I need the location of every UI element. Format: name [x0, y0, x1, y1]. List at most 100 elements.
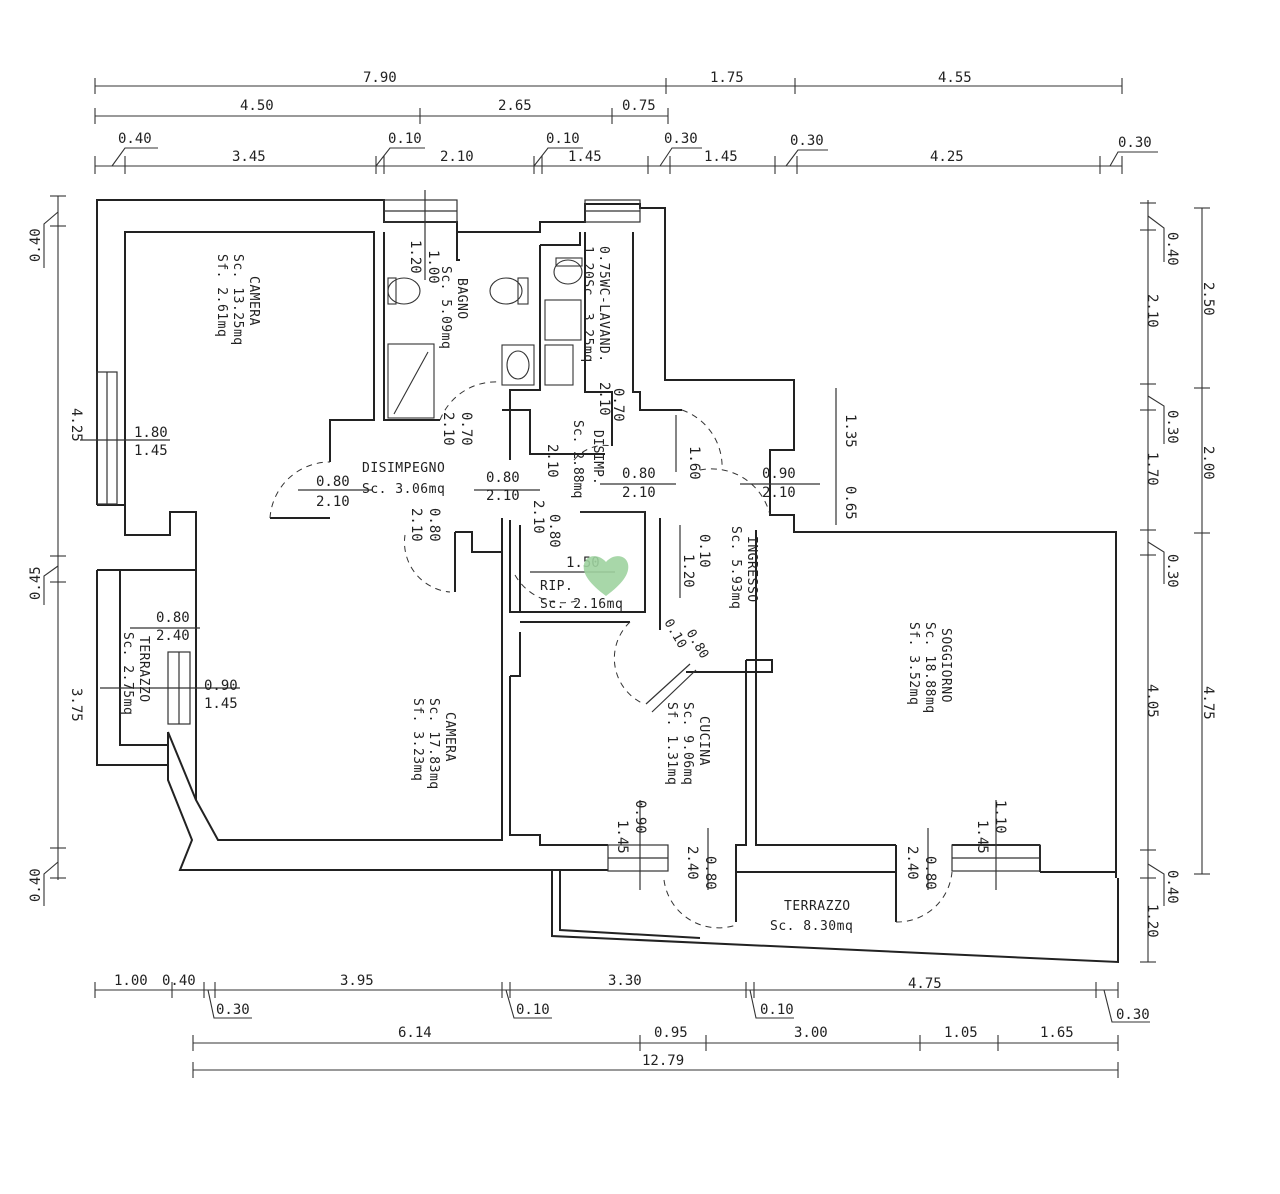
dim-top-r3-5: 0.10	[546, 131, 580, 147]
camera2-sf: Sf. 3.23mq	[410, 698, 425, 781]
right-dimensions: 0.40 2.10 0.30 1.70 0.30 4.05 0.40 1.20 …	[1140, 200, 1216, 963]
sink-icon	[501, 344, 535, 386]
dim-top-r1-3: 4.55	[938, 70, 972, 86]
opening-17-w: 0.90	[632, 800, 648, 834]
dim-bottom-r1-9: 0.30	[1116, 1007, 1150, 1023]
opening-17-h: 1.45	[614, 820, 630, 854]
toilet-icon	[489, 277, 523, 305]
opening-10-w: 0.90	[762, 466, 796, 482]
dim-top-r3-3: 0.10	[388, 131, 422, 147]
dim-right-in-7: 0.40	[1164, 870, 1180, 904]
dim-right-in-4: 1.70	[1144, 452, 1160, 486]
dim-right-in-6: 4.05	[1144, 684, 1160, 718]
opening-9-h: 2.10	[622, 485, 656, 501]
dim-bottom-r2-2: 0.95	[654, 1025, 688, 1041]
cucina-sc: Sc. 9.06mq	[680, 702, 695, 785]
soggiorno-sc: Sc. 18.88mq	[922, 622, 937, 714]
opening-6-w: 0.80	[486, 470, 520, 486]
opening-10-h: 2.10	[762, 485, 796, 501]
dim-bottom-r1-7: 0.10	[760, 1002, 794, 1018]
dim-top-r2-1: 4.50	[240, 98, 274, 114]
opening-15-h: 1.45	[204, 696, 238, 712]
left-dimensions: 0.40 4.25 0.45 3.75 0.40	[28, 195, 84, 906]
fixtures	[387, 257, 583, 419]
dim-bottom-r1-4: 3.95	[340, 973, 374, 989]
opening-14-h: 2.40	[156, 628, 190, 644]
room-labels: CAMERA Sc. 13.25mq Sf. 2.61mq BAGNO Sc. …	[120, 246, 953, 934]
dim-right-out-2: 2.00	[1200, 446, 1216, 480]
opening-11-a: 1.60	[686, 446, 702, 480]
dim-bottom-r2-4: 1.05	[944, 1025, 978, 1041]
opening-19-w: 1.10	[992, 800, 1008, 834]
opening-11-b: 1.35	[842, 414, 858, 448]
bagno-name: BAGNO	[454, 278, 469, 320]
camera1-sc: Sc. 13.25mq	[230, 254, 245, 346]
opening-21: 2.10	[544, 444, 560, 478]
top-dimensions: 7.90 1.75 4.55 4.50 2.65 0.75 0.40 3.45 …	[94, 70, 1158, 174]
opening-3-h: 2.10	[440, 412, 456, 446]
dim-left-3: 0.45	[28, 566, 44, 600]
dim-top-r3-1: 0.40	[118, 131, 152, 147]
opening-18-h: 2.40	[684, 846, 700, 880]
opening-20-h: 2.40	[904, 846, 920, 880]
dim-bottom-total: 12.79	[642, 1053, 684, 1069]
dim-top-r3-7: 0.30	[664, 131, 698, 147]
dim-bottom-r1-5: 0.10	[516, 1002, 550, 1018]
opening-7-h: 2.10	[408, 508, 424, 542]
opening-15-w: 0.90	[204, 678, 238, 694]
dim-left-4: 3.75	[68, 688, 84, 722]
bagno-sc: Sc. 5.09mq	[438, 266, 453, 349]
disimpegno-name: DISIMPEGNO	[362, 461, 445, 476]
rip-name: RIP.	[540, 579, 573, 594]
dim-right-in-2: 2.10	[1144, 294, 1160, 328]
ingresso-sc: Sc. 5.93mq	[728, 526, 743, 609]
dim-bottom-r1-1: 1.00	[114, 973, 148, 989]
dim-top-r3-4: 2.10	[440, 149, 474, 165]
cucina-name: CUCINA	[696, 716, 711, 766]
dim-bottom-r1-3: 0.30	[216, 1002, 250, 1018]
dim-bottom-r2-1: 6.14	[398, 1025, 432, 1041]
opening-12-a: 0.10	[696, 534, 712, 568]
rip-sc: Sc. 2.16mq	[540, 597, 623, 612]
dim-top-r3-6: 1.45	[568, 149, 602, 165]
camera1-name: CAMERA	[246, 276, 261, 326]
opening-9-w: 0.80	[622, 466, 656, 482]
opening-labels: 1.80 1.45 1.00 1.20 0.70 2.10 0.70 2.10 …	[134, 240, 1008, 890]
camera2-name: CAMERA	[442, 712, 457, 762]
opening-1-h: 1.45	[134, 443, 168, 459]
opening-2-h: 1.20	[407, 240, 423, 274]
soggiorno-sf: Sf. 3.52mq	[906, 622, 921, 705]
cucina-sf: Sf. 1.31mq	[664, 702, 679, 785]
dim-bottom-r2-3: 3.00	[794, 1025, 828, 1041]
opening-14-w: 0.80	[156, 610, 190, 626]
dim-right-in-3: 0.30	[1164, 410, 1180, 444]
opening-6-h: 2.10	[486, 488, 520, 504]
dim-top-r3-10: 4.25	[930, 149, 964, 165]
ingresso-name: INGRESSO	[744, 536, 759, 603]
opening-18-w: 0.80	[702, 856, 718, 890]
heart-icon	[583, 556, 629, 596]
opening-7-w: 0.80	[426, 508, 442, 542]
camera1-sf: Sf. 2.61mq	[214, 254, 229, 337]
dim-top-r3-9: 0.30	[790, 133, 824, 149]
dim-top-r3-2: 3.45	[232, 149, 266, 165]
opening-8-w: 0.80	[546, 514, 562, 548]
disimpegno-sc: Sc. 3.06mq	[362, 482, 445, 497]
terrazzo1-name: TERRAZZO	[136, 636, 151, 703]
dim-top-r1-1: 7.90	[363, 70, 397, 86]
opening-20-w: 0.80	[922, 856, 938, 890]
wc-name: 0.75WC-LAVAND.	[596, 246, 611, 363]
dim-left-2: 4.25	[68, 408, 84, 442]
opening-5-h: 2.10	[316, 494, 350, 510]
soggiorno-name: SOGGIORNO	[938, 628, 953, 703]
dim-right-in-5: 0.30	[1164, 554, 1180, 588]
terrazzo2-sc: Sc. 8.30mq	[770, 919, 853, 934]
dim-left-5: 0.40	[28, 868, 44, 902]
opening-3-w: 0.70	[458, 412, 474, 446]
camera2-sc: Sc. 17.83mq	[426, 698, 441, 790]
opening-11-c: 0.65	[842, 486, 858, 520]
dim-top-r1-2: 1.75	[710, 70, 744, 86]
disimp2-sc: Sc. 2.88mq	[570, 420, 585, 498]
toilet-icon	[553, 259, 583, 285]
bathtub-icon	[387, 343, 435, 419]
